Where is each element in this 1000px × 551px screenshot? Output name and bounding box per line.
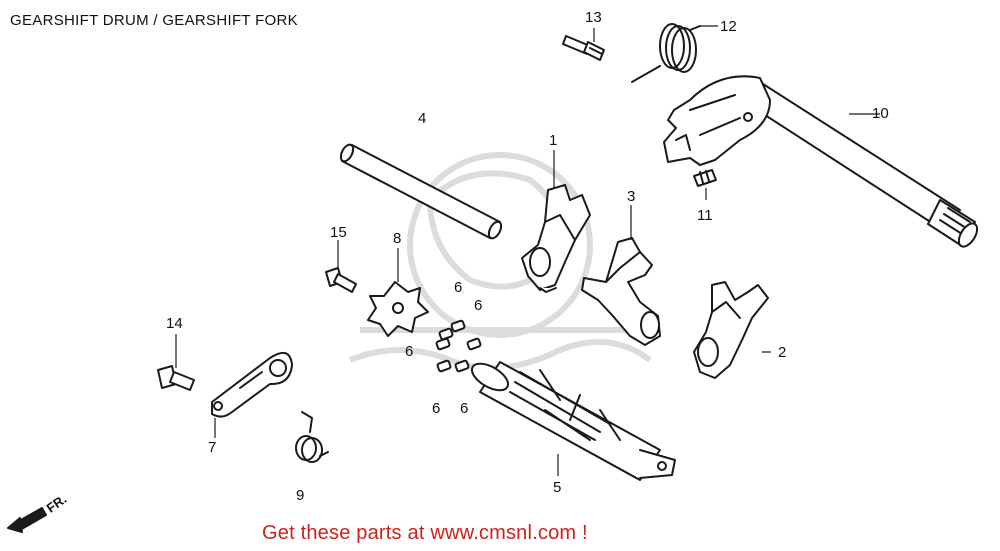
- gearshift-spindle: [747, 81, 979, 248]
- part-number-6b: 6: [474, 297, 483, 314]
- part-number-2: 2: [778, 344, 787, 361]
- drum-center-plate: [367, 281, 429, 337]
- part-number-13: 13: [585, 9, 602, 26]
- page-title: GEARSHIFT DRUM / GEARSHIFT FORK: [10, 12, 298, 29]
- arm-spring: [631, 23, 701, 83]
- part-number-9: 9: [296, 487, 305, 504]
- part-number-6c: 6: [405, 343, 414, 360]
- part-number-6e: 6: [460, 400, 469, 417]
- part-number-14: 14: [166, 315, 183, 332]
- leader-lines: [175, 25, 880, 476]
- front-arrow-icon: [7, 507, 47, 533]
- spindle-pin: [693, 169, 717, 187]
- part-number-6a: 6: [454, 279, 463, 296]
- shift-drum: [470, 361, 676, 481]
- part-number-4: 4: [418, 110, 427, 127]
- footer-link[interactable]: Get these parts at www.cmsnl.com !: [262, 522, 588, 544]
- spindle-bolt: [562, 35, 605, 61]
- part-number-3: 3: [627, 188, 636, 205]
- shift-fork-3: [581, 237, 661, 346]
- dowel-pins: [435, 319, 482, 373]
- part-number-7: 7: [208, 439, 217, 456]
- part-number-5: 5: [553, 479, 562, 496]
- part-number-11: 11: [697, 207, 713, 224]
- shift-fork-2: [693, 281, 769, 379]
- stopper-bolt: [157, 365, 195, 391]
- center-bolt: [325, 267, 357, 293]
- shift-fork-1: [521, 184, 591, 293]
- part-number-1: 1: [549, 132, 558, 149]
- stopper-spring: [295, 411, 329, 463]
- part-number-6d: 6: [432, 400, 441, 417]
- fork-shaft: [339, 143, 503, 240]
- part-number-10: 10: [872, 105, 889, 122]
- part-number-12: 12: [720, 18, 737, 35]
- stopper-arm: [211, 351, 293, 418]
- part-number-8: 8: [393, 230, 402, 247]
- gearshift-arm: [663, 75, 771, 166]
- part-number-15: 15: [330, 224, 347, 241]
